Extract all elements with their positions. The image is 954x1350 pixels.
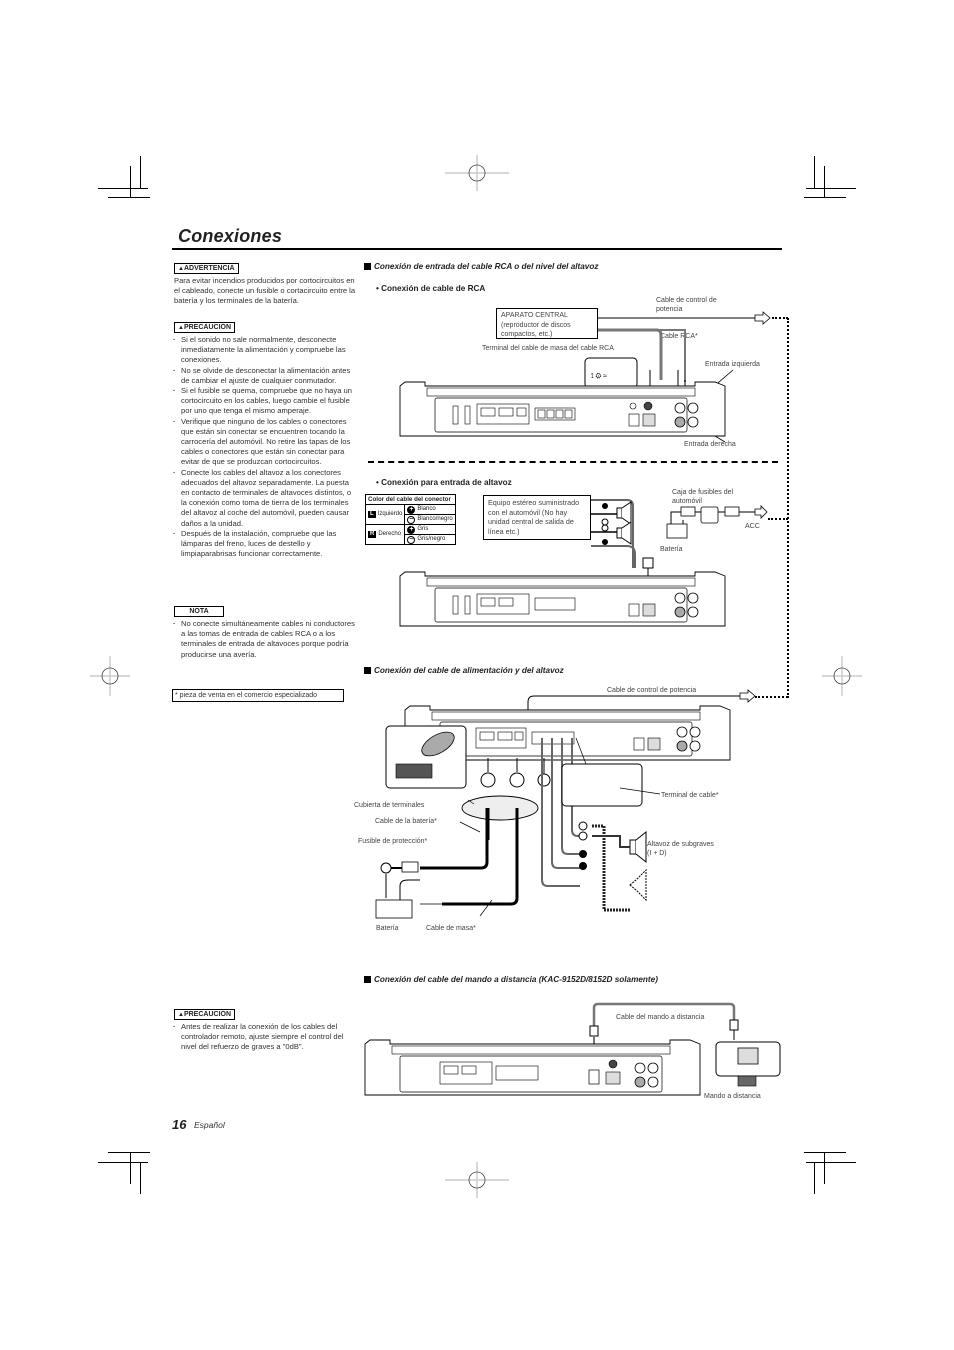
amplifier-rear-panel [399, 571, 726, 627]
warning-text: Para evitar incendios producidos por cor… [174, 276, 356, 306]
label-cable-terminal: Terminal de cable* [661, 792, 719, 799]
dotted-connector-power [755, 696, 788, 698]
caution-item: Después de la instalación, compruebe que… [172, 529, 358, 560]
label-subwoofer: Altavoz de subgraves (I + D) [647, 841, 714, 857]
label-terminal-cover: Cubierta de terminales [354, 802, 425, 809]
caution-item: Si el sonido no sale normalmente, descon… [172, 335, 358, 366]
caution-item: Conecte los cables del altavoz a los con… [172, 468, 358, 529]
label-battery-1: Batería [660, 546, 683, 553]
label-fuse: Fusible de protección* [358, 838, 428, 845]
amplifier-rear-panel [404, 705, 731, 761]
caution-item: Si el fusible se quema, compruebe que no… [172, 386, 358, 417]
note-item: No conecte simultáneamente cables ni con… [172, 619, 358, 660]
stereo-equipment-box: Equipo estéreo suministrado con el autom… [483, 495, 591, 540]
power-speaker-diagram [375, 689, 756, 919]
caution-item: Verifique que ninguno de los cables o co… [172, 417, 358, 468]
registration-target-left [90, 656, 130, 696]
title-rule [172, 248, 782, 250]
caution-list: Si el sonido no sale normalmente, descon… [172, 335, 358, 559]
caution2-item: Antes de realizar la conexión de los cab… [172, 1022, 358, 1053]
amplifier-rear-panel [364, 1039, 701, 1096]
plus-icon: + [407, 506, 416, 514]
label-right-input: Entrada derecha [684, 441, 736, 448]
section-heading-rca-speaker: Conexión de entrada del cable RCA o del … [364, 262, 598, 271]
dotted-connector-rca [772, 317, 788, 319]
svg-text:⟟ ⚙ ≈: ⟟ ⚙ ≈ [591, 373, 607, 380]
power-control-dotted-line [787, 318, 789, 698]
footnote: * pieza de venta en el comercio especial… [172, 689, 344, 702]
plus-icon: + [407, 526, 416, 534]
note-label: NOTA [174, 606, 224, 617]
registration-target-top [445, 155, 509, 191]
warning-triangle-icon: ▲ [178, 266, 184, 272]
page-number: 16 [172, 1117, 187, 1132]
remote-connection-diagram [364, 1002, 781, 1096]
registration-target-bottom [445, 1162, 509, 1198]
section-separator [368, 461, 778, 463]
section-heading-power-speaker: Conexión del cable de alimentación y del… [364, 666, 564, 675]
warning-triangle-icon: ▲ [178, 325, 184, 331]
speaker-input-diagram [399, 499, 768, 627]
remote-controller-illustration [715, 1041, 781, 1087]
dotted-connector-acc [768, 518, 788, 520]
note-list: No conecte simultáneamente cables ni con… [172, 619, 358, 660]
section-heading-remote: Conexión del cable del mando a distancia… [364, 975, 658, 984]
square-bullet-icon [364, 666, 371, 674]
registration-target-right [822, 656, 862, 696]
square-bullet-icon [364, 975, 371, 983]
subheading-speaker-input: • Conexión para entrada de altavoz [376, 478, 512, 487]
caution-item: No se olvide de desconectar la alimentac… [172, 366, 358, 386]
minus-icon: − [407, 516, 416, 524]
minus-icon: − [407, 536, 416, 544]
square-bullet-icon [364, 262, 371, 270]
arrow-right-icon [754, 311, 771, 325]
caution-label: ▲PRECAUCIÓN [174, 322, 236, 333]
warning-label: ▲ADVERTENCIA [174, 263, 239, 274]
caution2-list: Antes de realizar la conexión de los cab… [172, 1022, 358, 1053]
page-title: Conexiones [178, 226, 283, 246]
label-remote: Mando a distancia [704, 1093, 761, 1100]
head-unit-box: APARATO CENTRAL (reproductor de discos c… [496, 308, 598, 339]
page-language: Español [194, 1120, 225, 1130]
rca-connection-diagram: ⟟ ⚙ ≈ [399, 311, 771, 443]
label-power-control-cable: Cable de control de potencia [656, 297, 717, 313]
subheading-rca: • Conexión de cable de RCA [376, 284, 486, 293]
label-battery-2: Batería [376, 925, 399, 932]
label-remote-cable: Cable del mando a distancia [616, 1014, 705, 1021]
caution2-label: ▲PRECAUCIÓN [174, 1009, 236, 1020]
label-left-input: Entrada izquierda [705, 361, 760, 368]
arrow-right-icon [754, 505, 768, 519]
amplifier-rear-panel [399, 381, 726, 437]
label-acc: ACC [745, 523, 760, 530]
label-rca-cable: Cable RCA* [660, 333, 698, 340]
label-fuse-box: Caja de fusibles del automóvil [672, 489, 734, 505]
label-battery-cable: Cable de la batería* [375, 818, 437, 825]
label-ground-cable: Cable de masa* [426, 925, 476, 932]
color-cell: −Gris/negro [404, 534, 456, 545]
label-ground-terminal: Terminal del cable de masa del cable RCA [482, 345, 614, 352]
arrow-right-icon [739, 689, 756, 703]
warning-triangle-icon: ▲ [178, 1012, 184, 1018]
label-power-control-cable-2: Cable de control de potencia [607, 687, 697, 694]
